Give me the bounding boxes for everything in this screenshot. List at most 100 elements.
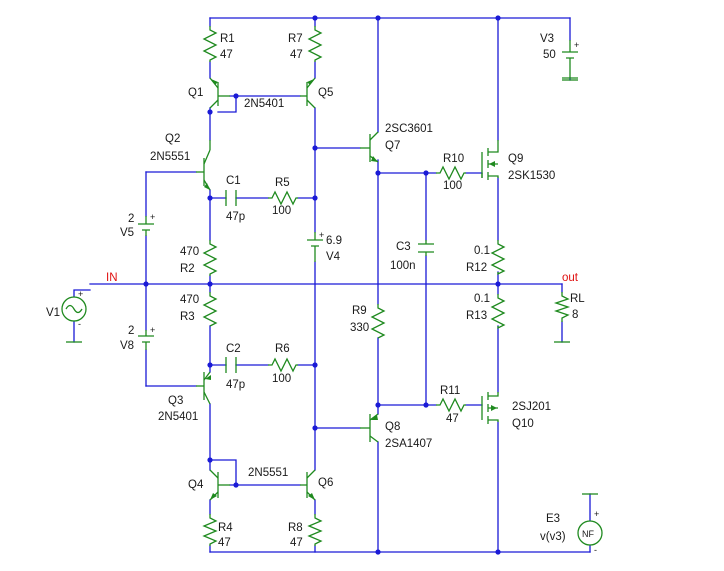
q6-ref: Q6	[318, 477, 333, 489]
r12-ref: R12	[466, 262, 487, 274]
r1-resistor	[202, 26, 218, 62]
rl-resistor	[553, 292, 571, 322]
q4q6-part: 2N5551	[248, 467, 288, 479]
r5-ref: R5	[275, 177, 290, 189]
r8-ref: R8	[288, 522, 303, 534]
capacitors	[225, 190, 434, 373]
r5-value: 100	[272, 205, 291, 217]
q10-transistor	[481, 392, 499, 424]
c3-ref: C3	[396, 241, 411, 253]
v1-ref: V1	[46, 307, 60, 319]
q2-transistor	[196, 140, 211, 191]
svg-text:+: +	[594, 509, 599, 519]
v5-value: 2	[128, 213, 134, 225]
v1-ac-source: + -	[61, 289, 87, 329]
r11-resistor	[436, 397, 466, 413]
r2-value: 470	[180, 246, 199, 258]
junction-dots	[143, 15, 501, 555]
svg-text:+: +	[78, 289, 83, 299]
c1-ref: C1	[226, 175, 241, 187]
q1-ref: Q1	[188, 87, 203, 99]
v5-battery: +	[138, 212, 155, 236]
dc-sources: + + + +	[66, 40, 598, 495]
rl-ref: RL	[570, 293, 585, 305]
q7-transistor	[360, 131, 379, 163]
q5-ref: Q5	[318, 87, 333, 99]
q1q5-part: 2N5401	[244, 98, 284, 110]
q9-ref: Q9	[508, 153, 523, 165]
q6-transistor	[300, 469, 316, 501]
q9-transistor	[481, 140, 499, 180]
v3-value: 50	[543, 49, 556, 61]
r12-resistor	[490, 240, 506, 276]
r13-ref: R13	[466, 310, 487, 322]
r13-resistor	[490, 294, 506, 330]
r10-ref: R10	[443, 153, 464, 165]
net-out: out	[562, 272, 579, 284]
r12-value: 0.1	[474, 245, 490, 257]
r4-ref: R4	[218, 522, 233, 534]
q4-transistor	[209, 469, 230, 501]
r2-ref: R2	[180, 263, 195, 275]
c2-capacitor	[225, 357, 237, 373]
svg-text:-: -	[78, 319, 81, 329]
svg-text:NF: NF	[582, 529, 594, 539]
c2-value: 47p	[226, 379, 245, 391]
q4-ref: Q4	[188, 479, 204, 491]
r9-ref: R9	[352, 305, 367, 317]
r13-value: 0.1	[474, 293, 490, 305]
q3-part: 2N5401	[158, 411, 198, 423]
q9-part: 2SK1530	[508, 170, 555, 182]
r11-value: 47	[446, 413, 459, 425]
r6-value: 100	[272, 373, 291, 385]
r4-resistor	[202, 514, 218, 546]
v3-ref: V3	[540, 33, 554, 45]
q10-ref: Q10	[512, 418, 534, 430]
r11-ref: R11	[440, 385, 460, 397]
svg-text:+: +	[150, 212, 155, 222]
e3-source: NF + -	[577, 509, 603, 555]
rl-value: 8	[572, 309, 578, 321]
r9-resistor	[370, 304, 386, 339]
net-in: IN	[106, 272, 118, 284]
v8-value: 2	[128, 325, 134, 337]
r1-ref: R1	[220, 33, 235, 45]
r7-resistor	[307, 26, 323, 62]
v3-battery: +	[562, 40, 579, 79]
e3-expr: v(v3)	[540, 531, 566, 543]
q10-part: 2SJ201	[512, 401, 551, 413]
r3-ref: R3	[180, 311, 195, 323]
v4-ref: V4	[326, 251, 341, 263]
r8-value: 47	[290, 537, 303, 549]
transistors	[196, 77, 499, 501]
svg-text:+: +	[150, 325, 155, 335]
q1-transistor	[209, 77, 230, 109]
q3-ref: Q3	[168, 395, 183, 407]
v8-battery: +	[138, 325, 155, 350]
r4-value: 47	[218, 537, 231, 549]
r7-value: 47	[290, 49, 303, 61]
r10-resistor	[436, 165, 466, 181]
q7-part: 2SC3601	[385, 123, 433, 135]
v5-ref: V5	[120, 227, 134, 239]
svg-text:-: -	[594, 545, 597, 555]
q2-part: 2N5551	[150, 151, 190, 163]
c2-ref: C2	[226, 343, 241, 355]
q8-ref: Q8	[385, 421, 400, 433]
r9-value: 330	[350, 322, 369, 334]
q5-transistor	[300, 77, 316, 109]
wires	[73, 17, 591, 553]
c1-value: 47p	[226, 211, 245, 223]
r3-value: 470	[180, 294, 199, 306]
v4-battery: +	[307, 230, 324, 262]
r3-resistor	[202, 292, 218, 327]
v8-ref: V8	[120, 340, 134, 352]
r6-resistor	[268, 357, 298, 373]
c3-value: 100n	[390, 260, 416, 272]
c1-capacitor	[225, 190, 237, 206]
q2-ref: Q2	[165, 133, 180, 145]
r7-ref: R7	[288, 33, 303, 45]
r10-value: 100	[443, 180, 462, 192]
